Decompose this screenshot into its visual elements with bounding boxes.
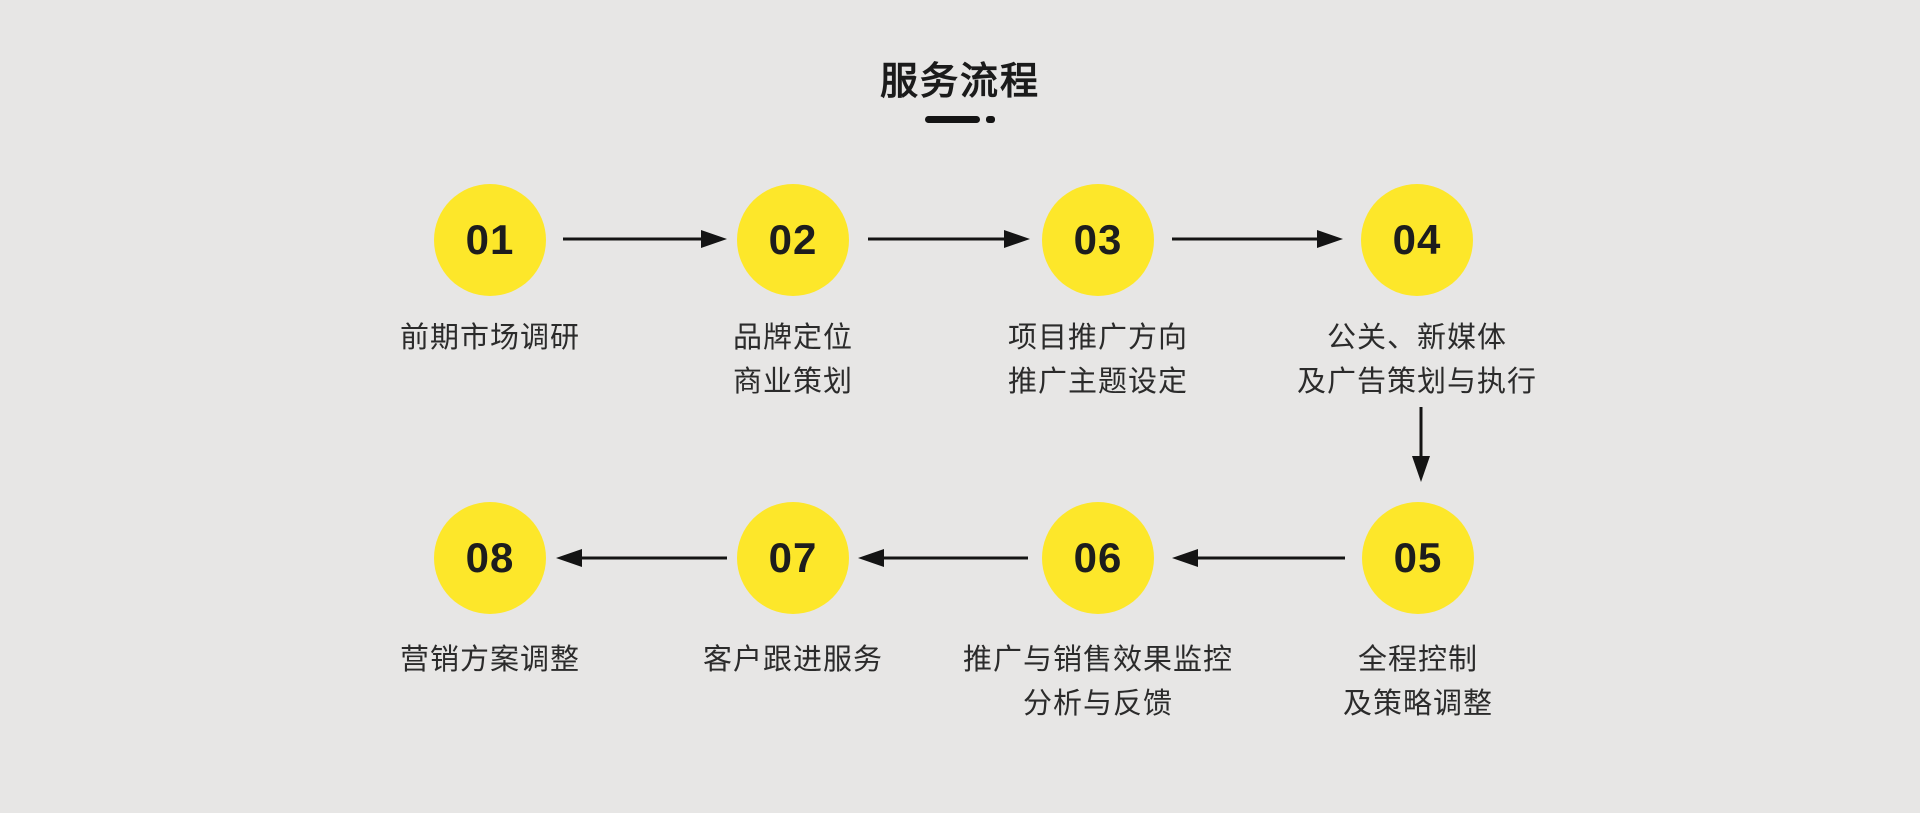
arrow-step2-step3 — [868, 230, 1030, 248]
step-circle-05: 05 — [1362, 502, 1474, 614]
arrow-step7-step8 — [556, 549, 727, 567]
step-label-line: 客户跟进服务 — [702, 644, 883, 676]
step-number: 04 — [1392, 216, 1442, 263]
arrow-step1-step2 — [563, 230, 727, 248]
step-number: 02 — [768, 216, 818, 263]
underline-dot — [986, 116, 995, 123]
step-number: 06 — [1073, 534, 1123, 581]
step-circle-03: 03 — [1042, 184, 1154, 296]
step-label-04: 公关、新媒体及广告策划与执行 — [1217, 316, 1617, 404]
step-circle-01: 01 — [434, 184, 546, 296]
step-label-01: 前期市场调研 — [290, 316, 690, 360]
arrow-head-right-icon — [1004, 230, 1030, 248]
arrow-step4-step5 — [1412, 407, 1430, 482]
step-label-line: 全程控制 — [1357, 644, 1478, 676]
step-circle-07: 07 — [737, 502, 849, 614]
underline-dash — [925, 116, 980, 123]
step-number: 01 — [465, 216, 515, 263]
arrow-head-left-icon — [858, 549, 884, 567]
step-number: 08 — [465, 534, 515, 581]
arrow-step3-step4 — [1172, 230, 1343, 248]
step-label-line: 前期市场调研 — [399, 322, 580, 354]
step-label-line: 及策略调整 — [1342, 688, 1493, 720]
arrow-head-left-icon — [556, 549, 582, 567]
title-underline — [925, 116, 995, 123]
page-title: 服务流程 — [879, 61, 1040, 103]
step-label-line: 分析与反馈 — [1022, 688, 1173, 720]
step-circle-08: 08 — [434, 502, 546, 614]
step-label-line: 营销方案调整 — [399, 644, 580, 676]
arrow-step5-step6 — [1172, 549, 1345, 567]
step-label-03: 项目推广方向推广主题设定 — [898, 316, 1298, 404]
step-label-02: 品牌定位商业策划 — [593, 316, 993, 404]
arrow-step6-step7 — [858, 549, 1028, 567]
step-circle-04: 04 — [1361, 184, 1473, 296]
step-number: 07 — [768, 534, 818, 581]
step-label-08: 营销方案调整 — [290, 638, 690, 682]
step-label-line: 项目推广方向 — [1007, 322, 1188, 354]
arrow-head-left-icon — [1172, 549, 1198, 567]
step-circle-02: 02 — [737, 184, 849, 296]
step-label-07: 客户跟进服务 — [593, 638, 993, 682]
step-label-line: 推广主题设定 — [1007, 366, 1188, 398]
step-label-06: 推广与销售效果监控分析与反馈 — [898, 638, 1298, 726]
step-label-05: 全程控制及策略调整 — [1218, 638, 1618, 726]
arrow-head-right-icon — [701, 230, 727, 248]
step-label-line: 推广与销售效果监控 — [962, 644, 1233, 676]
step-number: 03 — [1073, 216, 1123, 263]
step-circle-06: 06 — [1042, 502, 1154, 614]
step-label-line: 及广告策划与执行 — [1296, 366, 1537, 398]
arrow-head-right-icon — [1317, 230, 1343, 248]
step-label-line: 商业策划 — [732, 366, 853, 398]
step-label-line: 品牌定位 — [732, 322, 853, 354]
arrow-head-down-icon — [1412, 456, 1430, 482]
step-number: 05 — [1393, 534, 1443, 581]
step-label-line: 公关、新媒体 — [1326, 322, 1507, 354]
